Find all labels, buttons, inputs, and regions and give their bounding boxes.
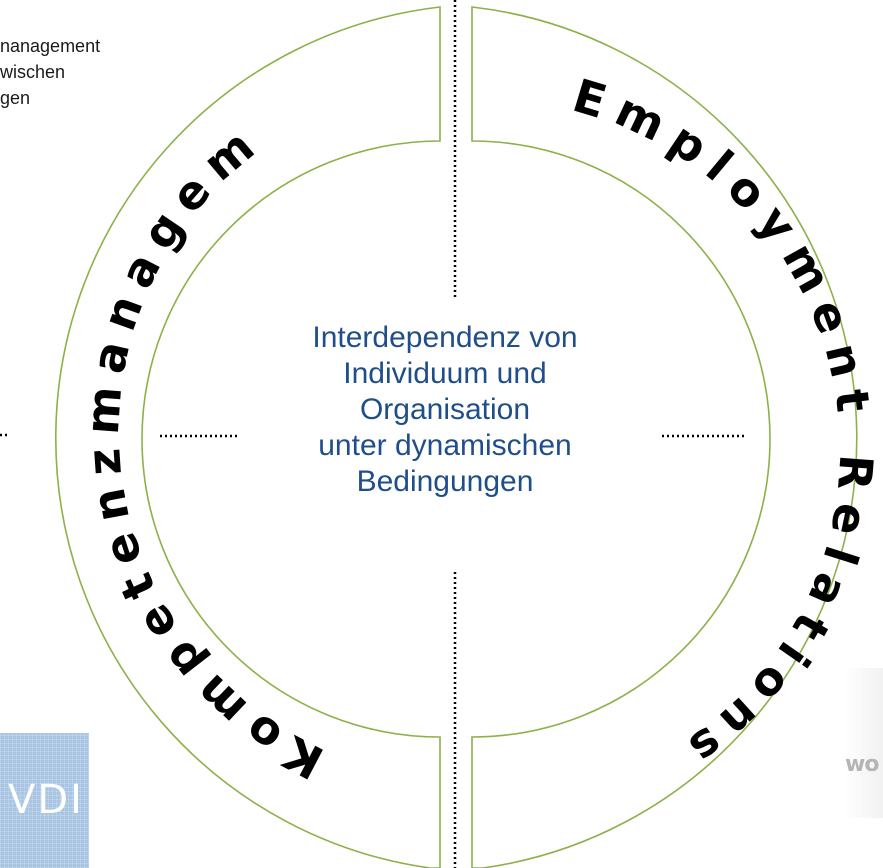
center-line-4: unter dynamischen bbox=[318, 429, 572, 462]
left-text-line-4: gen bbox=[0, 88, 31, 108]
right-ring-segment bbox=[471, 6, 858, 868]
left-ring-segment bbox=[54, 6, 441, 868]
left-text-line-1: nanagement bbox=[0, 36, 101, 56]
center-line-1: Interdependenz von bbox=[312, 321, 578, 354]
vdi-logo-text: VDI bbox=[8, 777, 84, 823]
right-logo-fragment: wo bbox=[843, 668, 883, 818]
right-logo-text: wo bbox=[845, 752, 879, 777]
center-line-3: Organisation bbox=[359, 393, 531, 426]
left-text-fragment: nanagement wischen gen bbox=[0, 33, 200, 111]
center-line-5: Bedingungen bbox=[356, 465, 534, 498]
center-text-block: Interdependenz von Individuum und Organi… bbox=[222, 320, 668, 500]
vdi-logo: VDI bbox=[0, 733, 89, 868]
center-line-2: Individuum und bbox=[343, 357, 547, 390]
left-text-line-2: wischen bbox=[0, 62, 66, 82]
